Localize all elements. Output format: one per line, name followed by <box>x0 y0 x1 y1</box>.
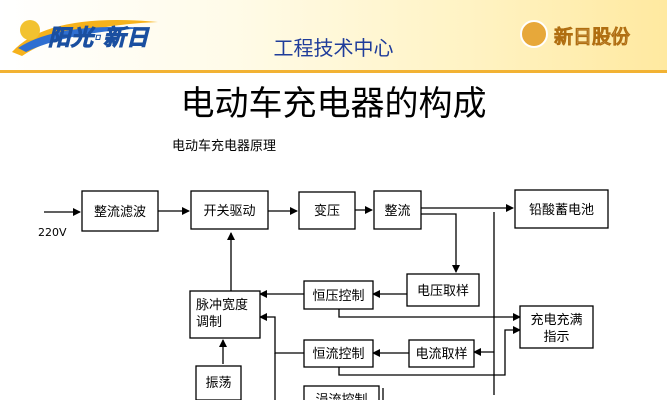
box-cv-control <box>303 280 374 310</box>
input-voltage-label: 220V <box>38 226 67 239</box>
label-voltage-sampling: 电压取样 <box>417 284 469 299</box>
sunshine-xinri-logo: 阳光·新日 <box>8 8 163 60</box>
label-full-indicator-line2: 指示 <box>543 330 569 345</box>
box-switch-driver <box>190 190 269 230</box>
sun-swoosh-icon <box>12 20 158 56</box>
box-battery <box>514 189 609 229</box>
label-switch-driver: 开关驱动 <box>203 204 255 219</box>
box-transformer <box>298 191 356 230</box>
label-full-indicator-line1: 充电充满 <box>530 312 582 328</box>
label-rectifier: 整流 <box>384 204 410 219</box>
arrow-cc-to-pwm <box>259 313 304 354</box>
box-voltage-sampling <box>406 273 480 307</box>
header-band <box>0 0 667 72</box>
label-cc-control: 恒流控制 <box>312 347 364 362</box>
label-pwm-line1: 脉冲宽度 <box>196 297 248 313</box>
label-transformer: 变压 <box>314 203 340 219</box>
label-pwm-line2: 调制 <box>196 315 222 330</box>
xinri-shares-logo: 新日股份 <box>520 18 660 52</box>
box-current-sampling <box>408 339 475 368</box>
header-divider <box>0 70 667 73</box>
diagram-subtitle: 电动车充电器原理 <box>172 139 277 154</box>
logo-right-text: 新日股份 <box>554 26 631 49</box>
logo-left-text: 阳光·新日 <box>47 26 150 52</box>
box-rectifier-filter <box>81 190 159 232</box>
label-rectifier-filter: 整流滤波 <box>94 205 146 220</box>
xinri-emblem-icon <box>520 20 548 48</box>
label-cv-control: 恒压控制 <box>312 289 364 304</box>
arrow-cc-to-indicator <box>338 326 521 376</box>
box-pwm <box>189 290 261 339</box>
arrow-cv-to-indicator <box>338 309 521 321</box>
label-trickle-control: 涓流控制 <box>315 392 367 400</box>
arrow-to-voltage-sampling <box>421 213 460 273</box>
box-cc-control <box>303 339 374 368</box>
connector-lines <box>44 204 521 400</box>
box-oscillator <box>195 365 242 400</box>
label-current-sampling: 电流取样 <box>415 347 467 362</box>
box-rectifier <box>373 190 422 230</box>
label-oscillator: 振荡 <box>205 376 231 391</box>
box-full-indicator <box>519 305 594 349</box>
box-trickle-control <box>303 385 380 400</box>
header-title: 工程技术中心 <box>273 36 394 60</box>
slide-title: 电动车充电器的构成 <box>180 84 487 124</box>
label-battery: 铅酸蓄电池 <box>529 203 594 218</box>
